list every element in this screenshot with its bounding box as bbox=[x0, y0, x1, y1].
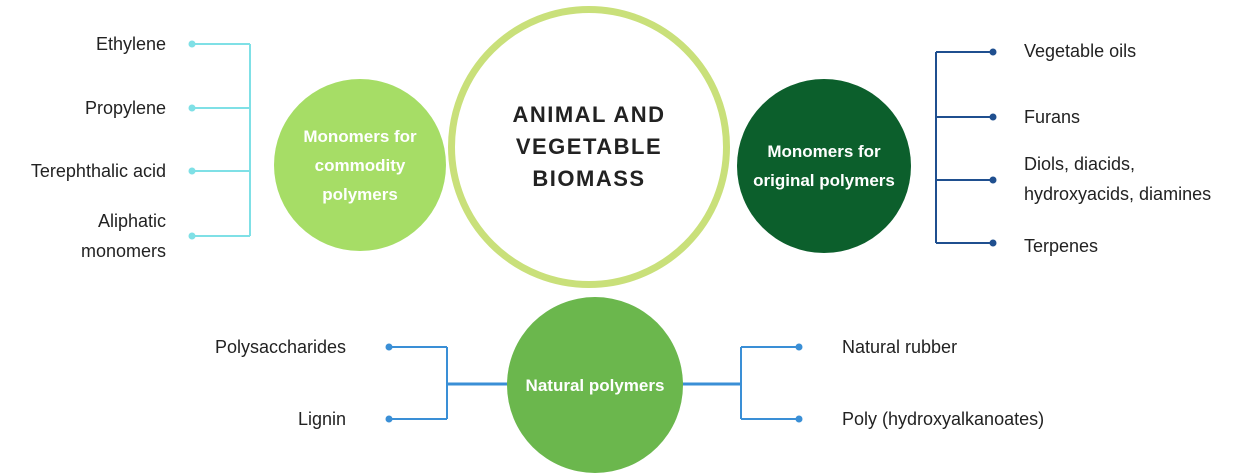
natural-title: Natural polymers bbox=[525, 375, 665, 395]
natural-circle: Natural polymers bbox=[507, 297, 683, 473]
commodity-item: Ethylene bbox=[95, 34, 166, 54]
original-item: Vegetable oils bbox=[1024, 41, 1137, 61]
commodity-item: Propylene bbox=[84, 98, 166, 118]
original-circle: Monomers for original polymers bbox=[737, 79, 911, 253]
natural-right-item: Natural rubber bbox=[842, 337, 958, 357]
natural-left-item: Polysaccharides bbox=[214, 337, 346, 357]
center-title: ANIMAL AND VEGETABLE BIOMASS bbox=[512, 102, 666, 191]
original-item: Diols, diacids, hydroxyacids, diamines bbox=[1024, 154, 1212, 204]
original-item: Furans bbox=[1024, 107, 1081, 127]
original-bracket bbox=[935, 51, 993, 244]
commodity-bracket bbox=[192, 43, 251, 237]
natural-right-bracket bbox=[675, 346, 799, 420]
commodity-circle: Monomers for commodity polymers bbox=[274, 79, 446, 251]
commodity-item: Aliphatic monomers bbox=[80, 211, 166, 261]
center-circle: ANIMAL AND VEGETABLE BIOMASS bbox=[448, 6, 730, 288]
commodity-title: Monomers for commodity polymers bbox=[303, 126, 417, 204]
natural-left-bracket bbox=[389, 346, 515, 420]
commodity-item: Terephthalic acid bbox=[30, 161, 166, 181]
natural-right-item: Poly (hydroxyalkanoates) bbox=[842, 409, 1045, 429]
original-item: Terpenes bbox=[1024, 236, 1099, 256]
original-title: Monomers for original polymers bbox=[753, 142, 895, 190]
natural-left-item: Lignin bbox=[297, 409, 346, 429]
